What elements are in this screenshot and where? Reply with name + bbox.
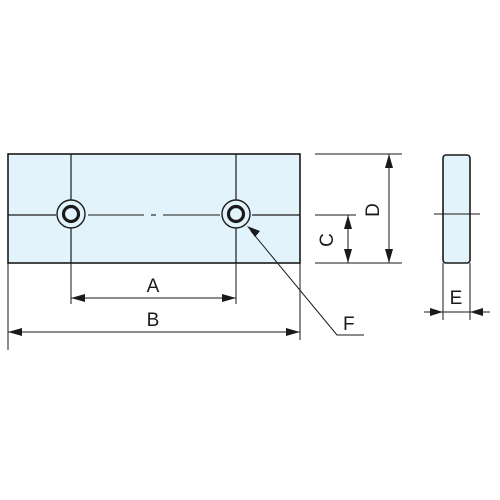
dimension-d-label: D	[363, 203, 384, 217]
dimension-a-label: A	[147, 276, 160, 297]
side-view-body	[442, 154, 471, 264]
leader-f-label: F	[343, 314, 355, 335]
counterbored-hole-left	[56, 199, 86, 229]
dimension-e-label: E	[450, 288, 463, 309]
dimension-b-arrow-right	[286, 328, 300, 336]
dimension-a-arrow-left	[71, 294, 85, 302]
dimension-b: B	[7, 263, 301, 350]
dimension-e: E	[424, 263, 490, 320]
counterbored-hole-right	[221, 199, 251, 229]
front-view	[7, 153, 301, 264]
counterbore-inner-right	[226, 204, 246, 224]
dimension-d: D	[315, 153, 402, 263]
side-view	[434, 154, 480, 264]
leader-f-line	[250, 230, 364, 336]
dimension-c-label: C	[317, 233, 338, 247]
leader-f-arrow	[247, 226, 260, 237]
dimension-e-arrow-right	[470, 308, 483, 316]
dimension-a-arrow-right	[222, 294, 236, 302]
dimension-c-arrow-top	[344, 215, 352, 229]
dimension-c-arrow-bottom	[344, 249, 352, 263]
counterbore-inner-left	[61, 204, 81, 224]
dimension-b-arrow-left	[8, 328, 22, 336]
dimension-a: A	[70, 263, 237, 304]
front-view-body	[7, 153, 301, 264]
dimension-e-arrow-left	[430, 308, 443, 316]
dimension-d-arrow-bottom	[385, 249, 393, 263]
leader-f: F	[247, 226, 364, 336]
dimension-c: C	[315, 214, 402, 264]
dimension-d-arrow-top	[385, 154, 393, 168]
dimension-b-label: B	[147, 310, 160, 331]
